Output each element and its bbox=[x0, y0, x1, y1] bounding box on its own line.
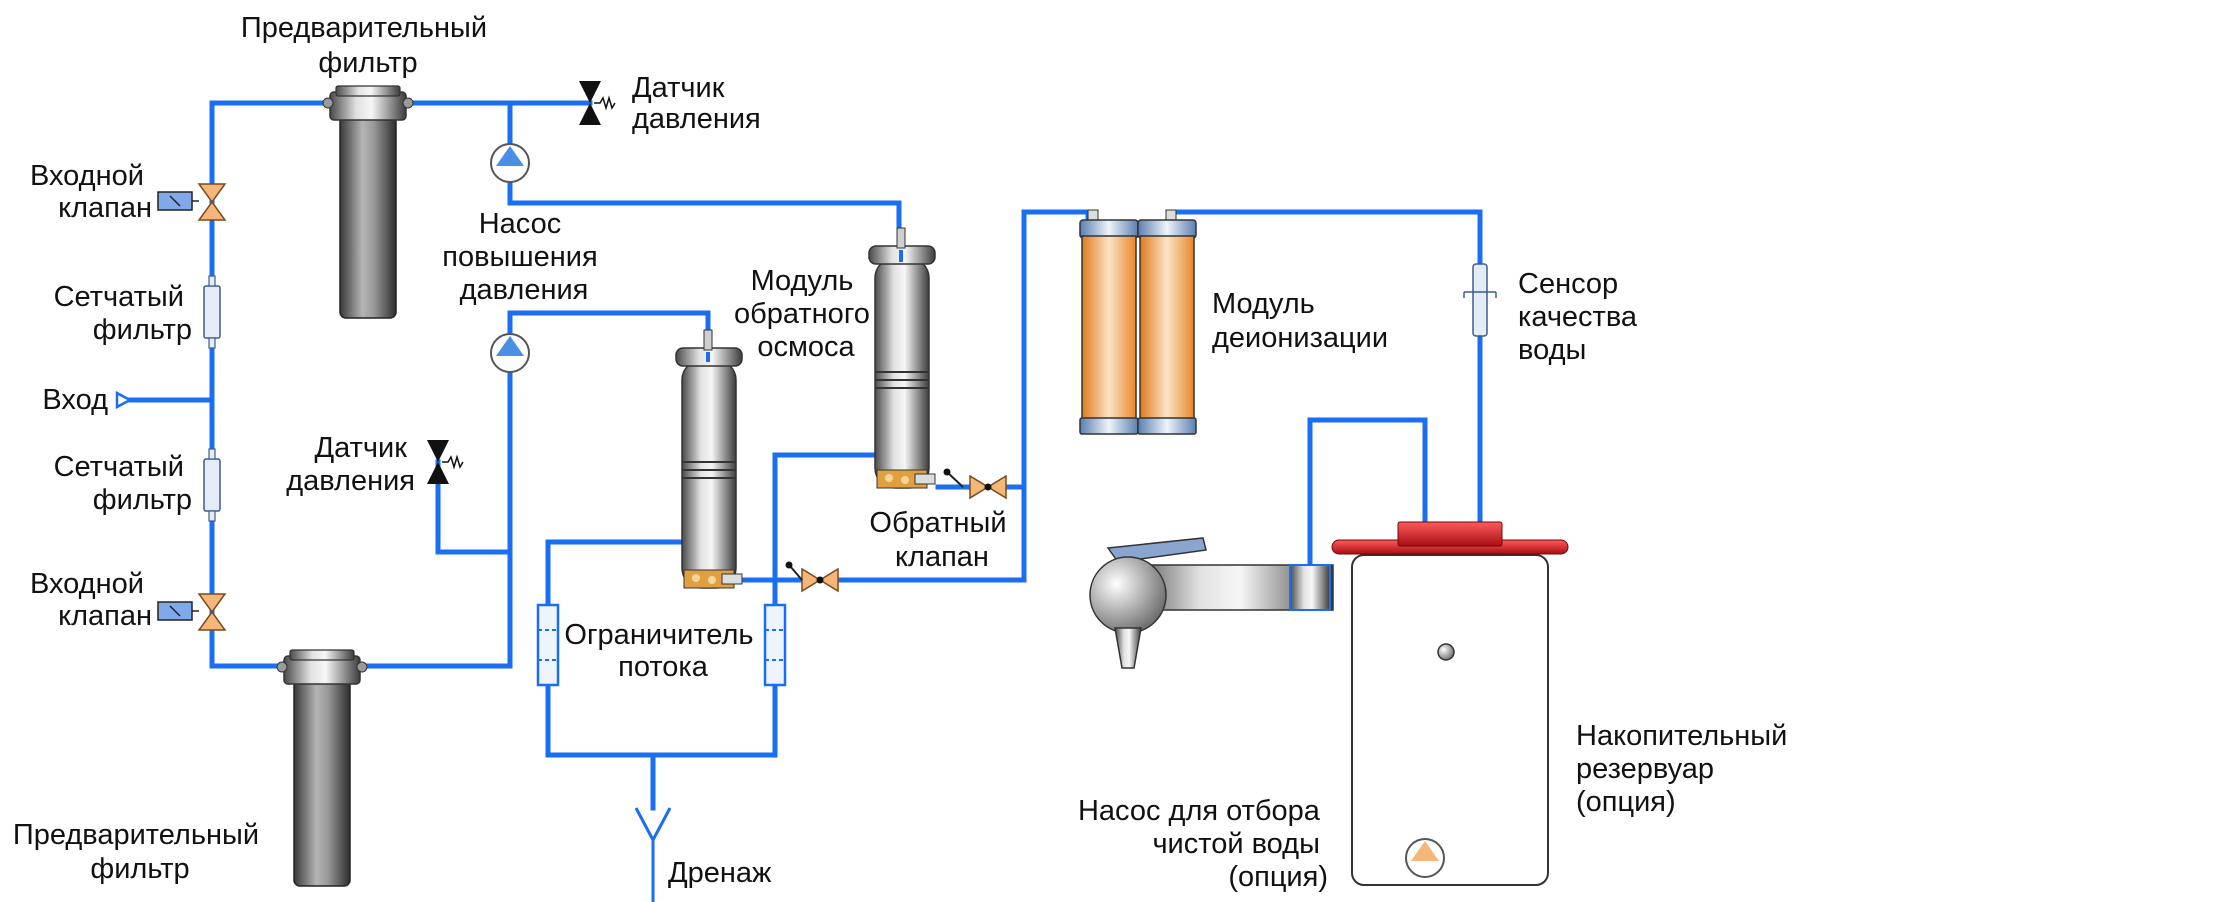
label-storage-tank: Накопительный резервуар (опция) bbox=[1576, 720, 1795, 818]
flow-restrictor-left bbox=[536, 603, 560, 687]
dispense-pump-icon bbox=[1405, 838, 1445, 878]
label-flow-restrictor: Ограничитель потока bbox=[564, 619, 761, 683]
pressure-sensor-top-icon bbox=[579, 81, 616, 125]
check-valve-bottom bbox=[785, 561, 839, 592]
label-prefilter-top: Предварительный фильтр bbox=[241, 12, 495, 79]
label-mesh-filter-top: Сетчатый фильтр bbox=[54, 281, 192, 346]
inlet-valve-top bbox=[157, 183, 226, 221]
label-drain: Дренаж bbox=[668, 857, 772, 889]
ro-module-1 bbox=[675, 329, 743, 589]
label-inlet: Вход bbox=[42, 384, 108, 416]
label-dispense-pump: Насос для отбора чистой воды (опция) bbox=[1078, 795, 1328, 893]
label-booster-pump: Насос повышения давления bbox=[442, 208, 605, 306]
booster-pump-top-icon bbox=[490, 143, 530, 183]
inlet-arrow-icon bbox=[115, 390, 133, 410]
prefilter-bottom bbox=[276, 649, 368, 887]
ro-module-2 bbox=[868, 227, 936, 489]
check-valve-top bbox=[943, 468, 1007, 499]
pressure-sensor-mid-icon bbox=[427, 440, 464, 484]
label-di-module: Модуль деионизации bbox=[1212, 288, 1388, 354]
mesh-filter-top bbox=[203, 275, 221, 349]
quality-sensor-icon bbox=[1463, 263, 1497, 337]
flow-restrictor-right bbox=[763, 603, 787, 687]
drain-icon bbox=[634, 807, 672, 902]
label-prefilter-bottom: Предварительный фильтр bbox=[13, 819, 267, 885]
label-quality-sensor: Сенсор качества воды bbox=[1518, 268, 1645, 366]
di-module bbox=[1079, 209, 1197, 435]
label-mesh-filter-bottom: Сетчатый фильтр bbox=[54, 451, 192, 516]
dispenser-tap bbox=[1089, 537, 1334, 669]
storage-tank bbox=[1331, 521, 1569, 886]
booster-pump-bottom-icon bbox=[490, 333, 530, 373]
mesh-filter-bottom bbox=[203, 448, 221, 522]
inlet-valve-bottom bbox=[157, 593, 226, 631]
label-inlet-valve-top: Входной клапан bbox=[30, 160, 152, 224]
label-ro-module: Модуль обратного осмоса bbox=[734, 265, 878, 363]
label-inlet-valve-bottom: Входной клапан bbox=[30, 568, 152, 632]
label-check-valve: Обратный клапан bbox=[869, 507, 1014, 573]
label-pressure-sensor-top: Датчик давления bbox=[632, 72, 761, 135]
label-pressure-sensor-mid: Датчик давления bbox=[286, 432, 415, 497]
prefilter-top bbox=[322, 85, 414, 319]
